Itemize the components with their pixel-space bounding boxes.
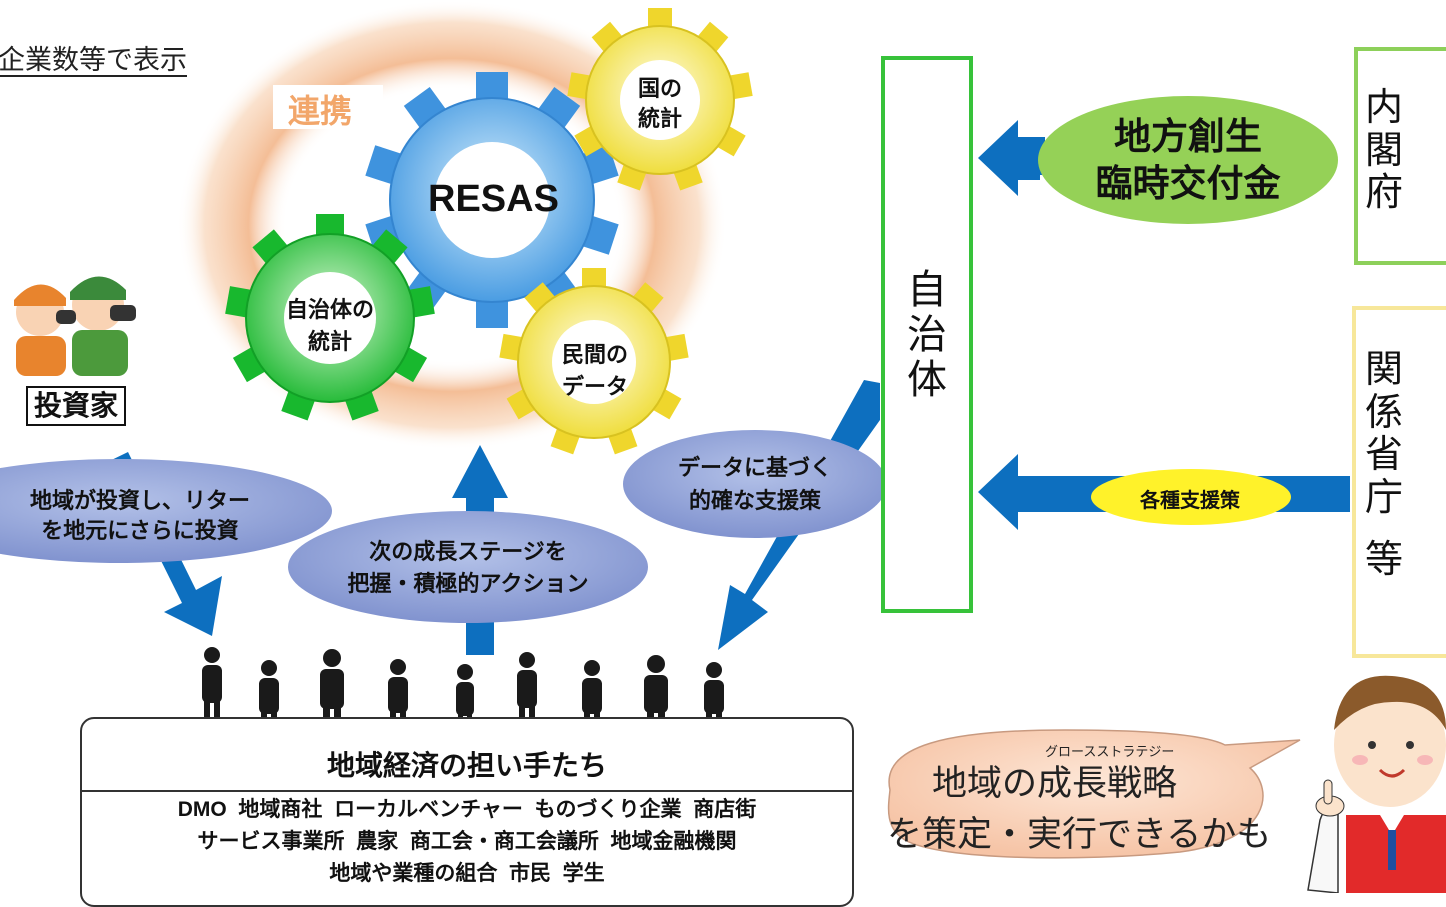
ministries-char3: 省 — [1364, 432, 1403, 477]
ministries-char5: 等 — [1364, 537, 1403, 582]
cabinet-label: 内 閣 府 — [1354, 86, 1414, 214]
gear-local-gov-label: 自治体の 統計 — [262, 295, 398, 359]
jichitai-char3: 体 — [907, 356, 947, 403]
link-label: 連携 — [288, 92, 353, 130]
ministries-char4: 庁 — [1364, 474, 1403, 519]
bubble-support-line2: 的確な支援策 — [688, 489, 821, 514]
gear-private-line2: データ — [561, 375, 628, 400]
cabinet-char3: 府 — [1364, 170, 1403, 215]
caption-topleft: 企業数等で表示 — [0, 45, 187, 76]
bubble-investor-line2: を地元にさらに投資 — [41, 519, 239, 544]
gear-national-line2: 統計 — [637, 107, 682, 132]
bubble-support-text: データに基づく 的確な支援策 — [630, 452, 880, 518]
leaders-title: 地域経済の担い手たち — [326, 749, 607, 782]
investor-illustration — [14, 276, 136, 376]
gear-resas — [365, 72, 619, 328]
leaders-list: DMO 地域商社 ローカルベンチャー ものづくり企業 商店街 サービス事業所 農… — [80, 794, 854, 890]
ministries-char2: 係 — [1364, 389, 1403, 434]
gear-private-line1: 民間の — [561, 343, 628, 368]
cabinet-char2: 閣 — [1364, 127, 1403, 172]
gear-local-gov-line2: 統計 — [307, 330, 352, 355]
gear-private-label: 民間の データ — [540, 340, 650, 404]
jichitai-char2: 治 — [907, 311, 947, 358]
speech-line1: 地域の成長戦略 — [932, 764, 1178, 804]
bubble-support-line1: データに基づく — [677, 456, 832, 481]
jichitai-char1: 自 — [907, 267, 947, 313]
bubble-next-stage-text: 次の成長ステージを 把握・積極的アクション — [300, 537, 636, 601]
leaders-line3: 地域や業種の組合 市民 学生 — [329, 862, 605, 885]
speech-bubble — [887, 729, 1301, 859]
investor-label: 投資家 — [26, 386, 127, 426]
bubble-support — [623, 430, 887, 538]
jichitai-box — [881, 56, 973, 613]
gear-resas-label: RESAS — [428, 178, 559, 220]
bubble-investor-line1: 地域が投資し、リター — [29, 489, 250, 514]
ministries-label: 関 係 省 庁 等 — [1352, 348, 1416, 581]
mascot-character — [1307, 675, 1446, 893]
ministries-char1: 関 — [1364, 347, 1403, 391]
bubble-investor — [0, 459, 332, 563]
grant-line1: 地方創生 — [1114, 115, 1262, 158]
bubble-investor-text: 地域が投資し、リター を地元にさらに投資 — [0, 487, 300, 547]
jichitai-label: 自 治 体 — [881, 268, 973, 402]
various-support-ellipse — [1091, 469, 1291, 525]
various-support-label: 各種支援策 — [1140, 488, 1240, 512]
gear-national-label: 国の 統計 — [610, 75, 710, 135]
gear-local-gov — [225, 214, 435, 421]
cabinet-char1: 内 — [1364, 85, 1403, 129]
leaders-line2: サービス事業所 農家 商工会・商工会議所 地域金融機関 — [197, 830, 737, 853]
speech-line2: を策定・実行できるかも — [887, 815, 1272, 855]
bubble-next-stage-line2: 把握・積極的アクション — [347, 572, 589, 597]
leaders-line1: DMO 地域商社 ローカルベンチャー ものづくり企業 商店街 — [177, 798, 757, 821]
cabinet-box — [1354, 47, 1446, 265]
speech-ruby: グロースストラテジー — [1045, 745, 1175, 760]
gear-local-gov-line1: 自治体の — [285, 298, 374, 323]
grant-ellipse — [1038, 96, 1338, 224]
leaders-divider — [82, 790, 852, 792]
gear-national — [567, 8, 753, 191]
gear-private — [499, 268, 689, 455]
grant-line2: 臨時交付金 — [1095, 162, 1281, 205]
bubble-next-stage — [288, 511, 648, 623]
gear-national-line1: 国の — [637, 77, 682, 102]
bubble-next-stage-line1: 次の成長ステージを — [369, 540, 567, 565]
grant-label: 地方創生 臨時交付金 — [1060, 113, 1316, 207]
ministries-box — [1352, 306, 1446, 658]
link-label-box — [273, 85, 383, 129]
arrow-grant-to-jichitai — [978, 120, 1045, 196]
